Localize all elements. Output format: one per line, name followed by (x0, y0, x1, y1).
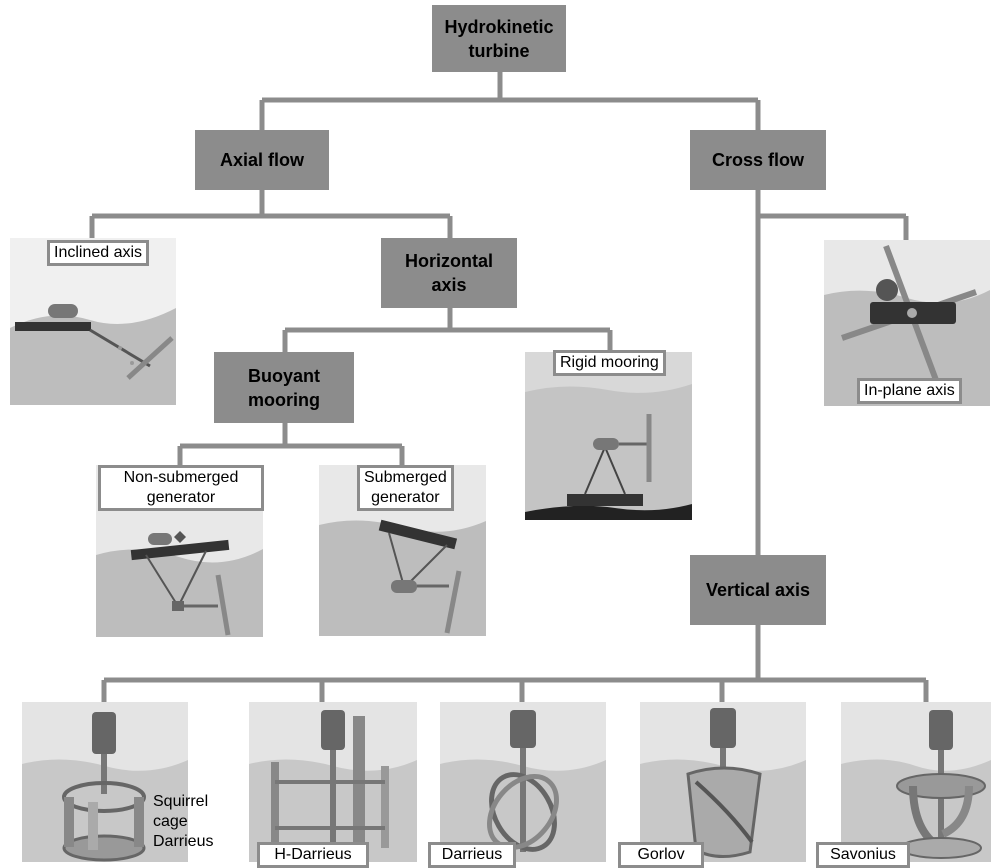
node-buoyant-mooring: Buoyant mooring (214, 352, 354, 423)
node-vertical-axis: Vertical axis (690, 555, 826, 625)
savonius-image (841, 702, 991, 862)
node-axial-flow: Axial flow (195, 130, 329, 190)
label-squirrel-cage-darrieus: Squirrel cage Darrieus (153, 793, 214, 850)
in-plane-axis-image (824, 240, 990, 406)
gorlov-image (640, 702, 806, 862)
label-darrieus: Darrieus (428, 842, 516, 868)
submerged-generator-image (319, 465, 486, 636)
label-savonius: Savonius (816, 842, 910, 868)
label-gorlov: Gorlov (618, 842, 704, 868)
non-submerged-generator-image (96, 465, 263, 637)
node-hydrokinetic-turbine: Hydrokinetic turbine (432, 5, 566, 72)
label-h-darrieus: H-Darrieus (257, 842, 369, 868)
node-horizontal-axis: Horizontal axis (381, 238, 517, 308)
label-rigid-mooring: Rigid mooring (553, 350, 666, 376)
label-inclined-axis: Inclined axis (47, 240, 150, 266)
squirrel-cage-darrieus-image (22, 702, 188, 862)
rigid-mooring-image (525, 352, 692, 520)
label-non-submerged-generator: Non-submerged generator (98, 465, 264, 511)
label-in-plane-axis: In-plane axis (857, 378, 962, 404)
darrieus-image (440, 702, 606, 862)
label-submerged-generator: Submerged generator (357, 465, 454, 511)
node-cross-flow: Cross flow (690, 130, 826, 190)
h-darrieus-image (249, 702, 417, 862)
